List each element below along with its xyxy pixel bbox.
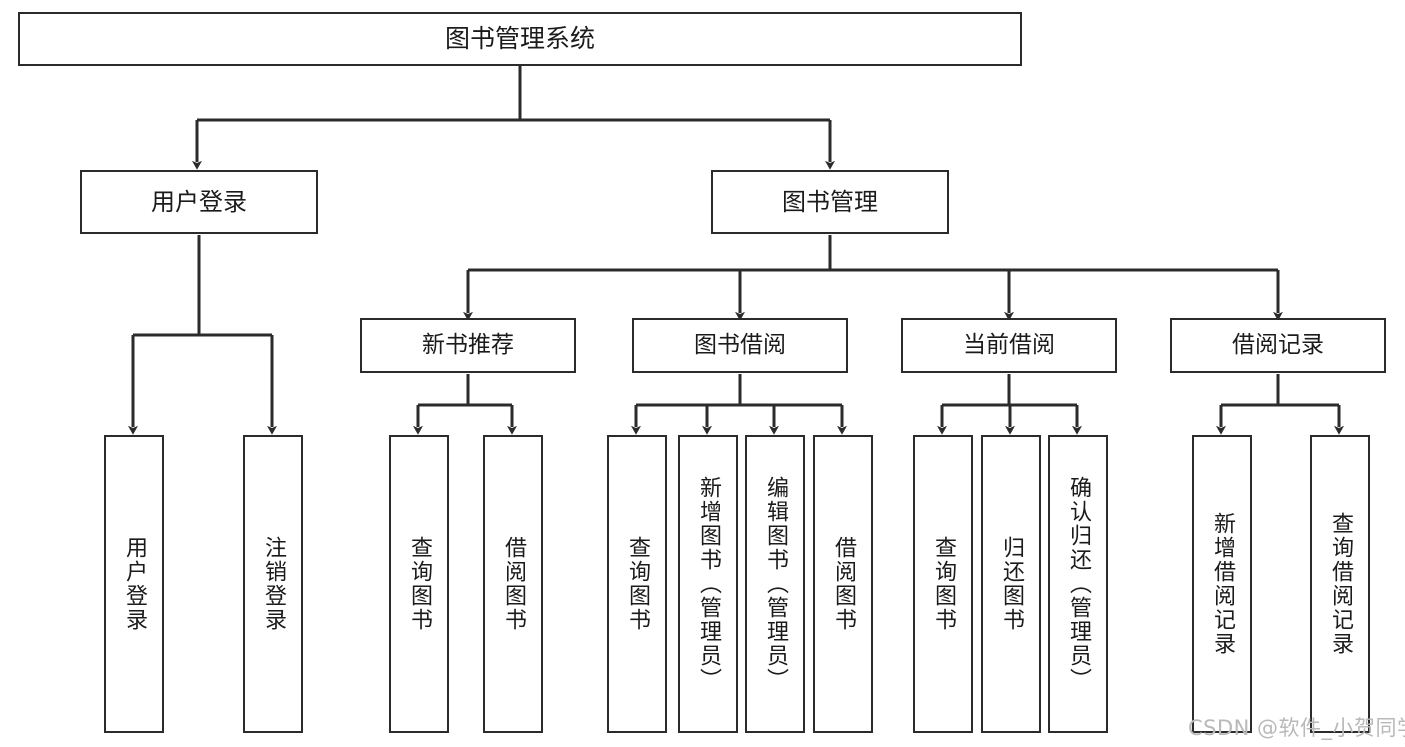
node-leaf-query-book-2-label: 查询图书 [624, 536, 650, 632]
node-leaf-borrow-book-2-label: 借阅图书 [830, 536, 856, 632]
node-book-management-label: 图书管理 [782, 187, 878, 216]
node-leaf-query-record-label: 查询借阅记录 [1327, 512, 1353, 656]
node-borrow-record[interactable]: 借阅记录 [1170, 318, 1386, 373]
node-leaf-edit-book-label: 编辑图书（管理员） [762, 476, 788, 692]
node-new-book-recommend[interactable]: 新书推荐 [360, 318, 576, 373]
node-current-borrow[interactable]: 当前借阅 [901, 318, 1117, 373]
csdn-watermark: CSDN @软件_小贺同学 [1188, 716, 1405, 740]
node-leaf-query-record[interactable]: 查询借阅记录 [1310, 435, 1370, 733]
node-leaf-add-record[interactable]: 新增借阅记录 [1192, 435, 1252, 733]
node-leaf-logout-label: 注销登录 [260, 536, 286, 632]
node-leaf-user-login-label: 用户登录 [121, 536, 147, 632]
node-leaf-return-book-label: 归还图书 [998, 536, 1024, 632]
node-leaf-confirm-return[interactable]: 确认归还（管理员） [1048, 435, 1108, 733]
node-root[interactable]: 图书管理系统 [18, 12, 1022, 66]
node-leaf-query-book-2[interactable]: 查询图书 [607, 435, 667, 733]
node-book-borrow-label: 图书借阅 [694, 331, 786, 358]
node-leaf-logout[interactable]: 注销登录 [243, 435, 303, 733]
node-leaf-query-book-3-label: 查询图书 [930, 536, 956, 632]
node-current-borrow-label: 当前借阅 [963, 331, 1055, 358]
node-leaf-confirm-return-label: 确认归还（管理员） [1065, 476, 1091, 692]
node-leaf-borrow-book-2[interactable]: 借阅图书 [813, 435, 873, 733]
node-root-label: 图书管理系统 [444, 24, 595, 54]
node-leaf-borrow-book-1-label: 借阅图书 [500, 536, 526, 632]
node-leaf-borrow-book-1[interactable]: 借阅图书 [483, 435, 543, 733]
node-leaf-add-record-label: 新增借阅记录 [1209, 512, 1235, 656]
node-book-management[interactable]: 图书管理 [711, 170, 949, 234]
node-leaf-edit-book[interactable]: 编辑图书（管理员） [745, 435, 805, 733]
node-borrow-record-label: 借阅记录 [1232, 331, 1324, 358]
node-leaf-query-book-1-label: 查询图书 [406, 536, 432, 632]
node-new-book-recommend-label: 新书推荐 [422, 331, 514, 358]
node-leaf-query-book-3[interactable]: 查询图书 [913, 435, 973, 733]
node-leaf-user-login[interactable]: 用户登录 [104, 435, 164, 733]
node-user-login-label: 用户登录 [151, 187, 247, 216]
node-leaf-add-book[interactable]: 新增图书（管理员） [678, 435, 738, 733]
node-user-login[interactable]: 用户登录 [80, 170, 318, 234]
node-book-borrow[interactable]: 图书借阅 [632, 318, 848, 373]
node-leaf-query-book-1[interactable]: 查询图书 [389, 435, 449, 733]
node-leaf-add-book-label: 新增图书（管理员） [695, 476, 721, 692]
node-leaf-return-book[interactable]: 归还图书 [981, 435, 1041, 733]
